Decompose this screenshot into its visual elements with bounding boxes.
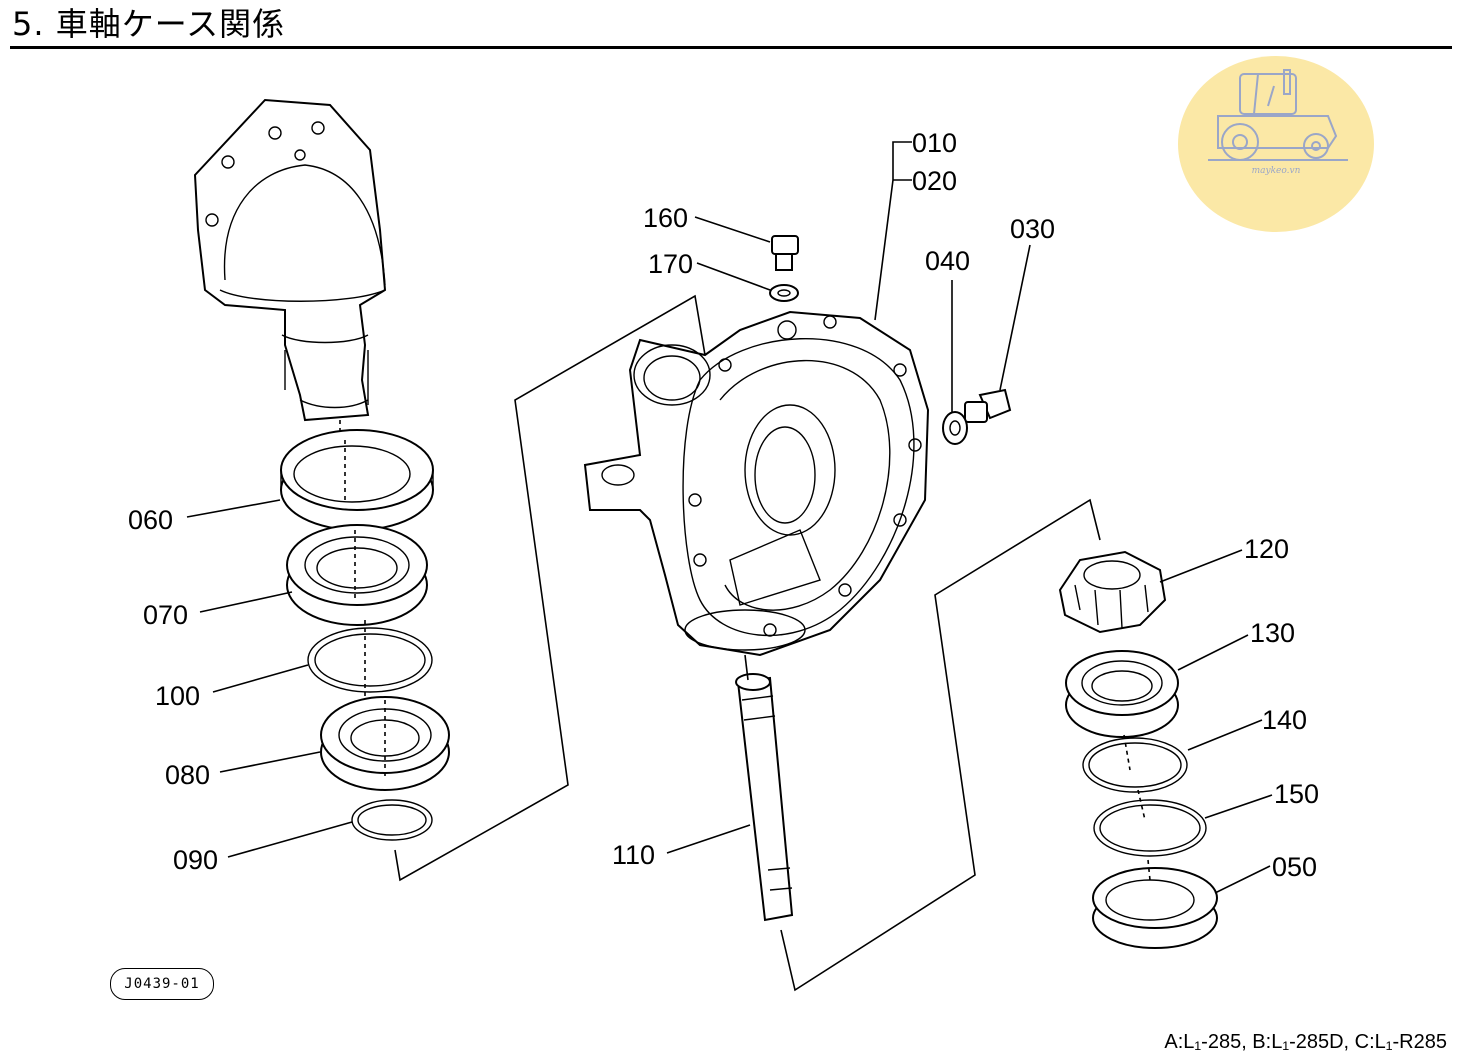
part-100-snap-ring (307, 620, 433, 700)
upper-housing-cover (193, 98, 387, 440)
callout-160: 160 (643, 203, 688, 233)
part-090-circlip (351, 799, 433, 841)
callout-080: 080 (165, 760, 210, 790)
page-title: 5. 車軸ケース関係 (12, 5, 286, 43)
leader-lines (186, 141, 1273, 894)
part-170-washer (769, 284, 799, 302)
part-080-bearing (320, 696, 450, 791)
callout-030: 030 (1010, 214, 1055, 244)
assembly-line-shaft (744, 654, 749, 681)
part-030-plug (964, 388, 1012, 423)
callout-050: 050 (1272, 852, 1317, 882)
watermark-text: maykeo.vn (1251, 166, 1301, 176)
callout-150: 150 (1274, 779, 1319, 809)
title-rule (10, 46, 1452, 49)
part-140-ring (1082, 737, 1188, 793)
tractor-icon (1208, 69, 1348, 161)
callout-090: 090 (173, 845, 218, 875)
callout-040: 040 (925, 246, 970, 276)
callout-140: 140 (1262, 705, 1307, 735)
callout-100: 100 (155, 681, 200, 711)
callout-110: 110 (612, 840, 655, 870)
callout-010: 010 (912, 128, 957, 158)
callout-120: 120 (1244, 534, 1289, 564)
watermark-logo: maykeo.vn (1178, 56, 1374, 232)
part-110-shaft (735, 673, 794, 922)
part-060-oil-seal (280, 429, 434, 531)
part-040-washer (942, 411, 968, 445)
callout-130: 130 (1250, 618, 1295, 648)
part-010-020-axle-case (583, 310, 930, 657)
part-070-bearing (286, 524, 428, 626)
callout-060: 060 (128, 505, 173, 535)
diagram-code-badge: J0439-01 (110, 968, 214, 1000)
part-120-bevel-gear (1058, 550, 1167, 634)
callout-070: 070 (143, 600, 188, 630)
part-150-circlip (1093, 799, 1207, 857)
assembly-line-left (394, 294, 706, 882)
callout-170: 170 (648, 249, 693, 279)
assembly-line-right (780, 498, 1101, 992)
part-160-bolt (771, 235, 799, 271)
footer-model-list: A:L₁-285, B:L₁-285D, C:L₁-R285 (1164, 1031, 1447, 1053)
part-050-oil-seal (1092, 867, 1218, 949)
part-130-bearing (1065, 650, 1179, 738)
callout-020: 020 (912, 166, 957, 196)
